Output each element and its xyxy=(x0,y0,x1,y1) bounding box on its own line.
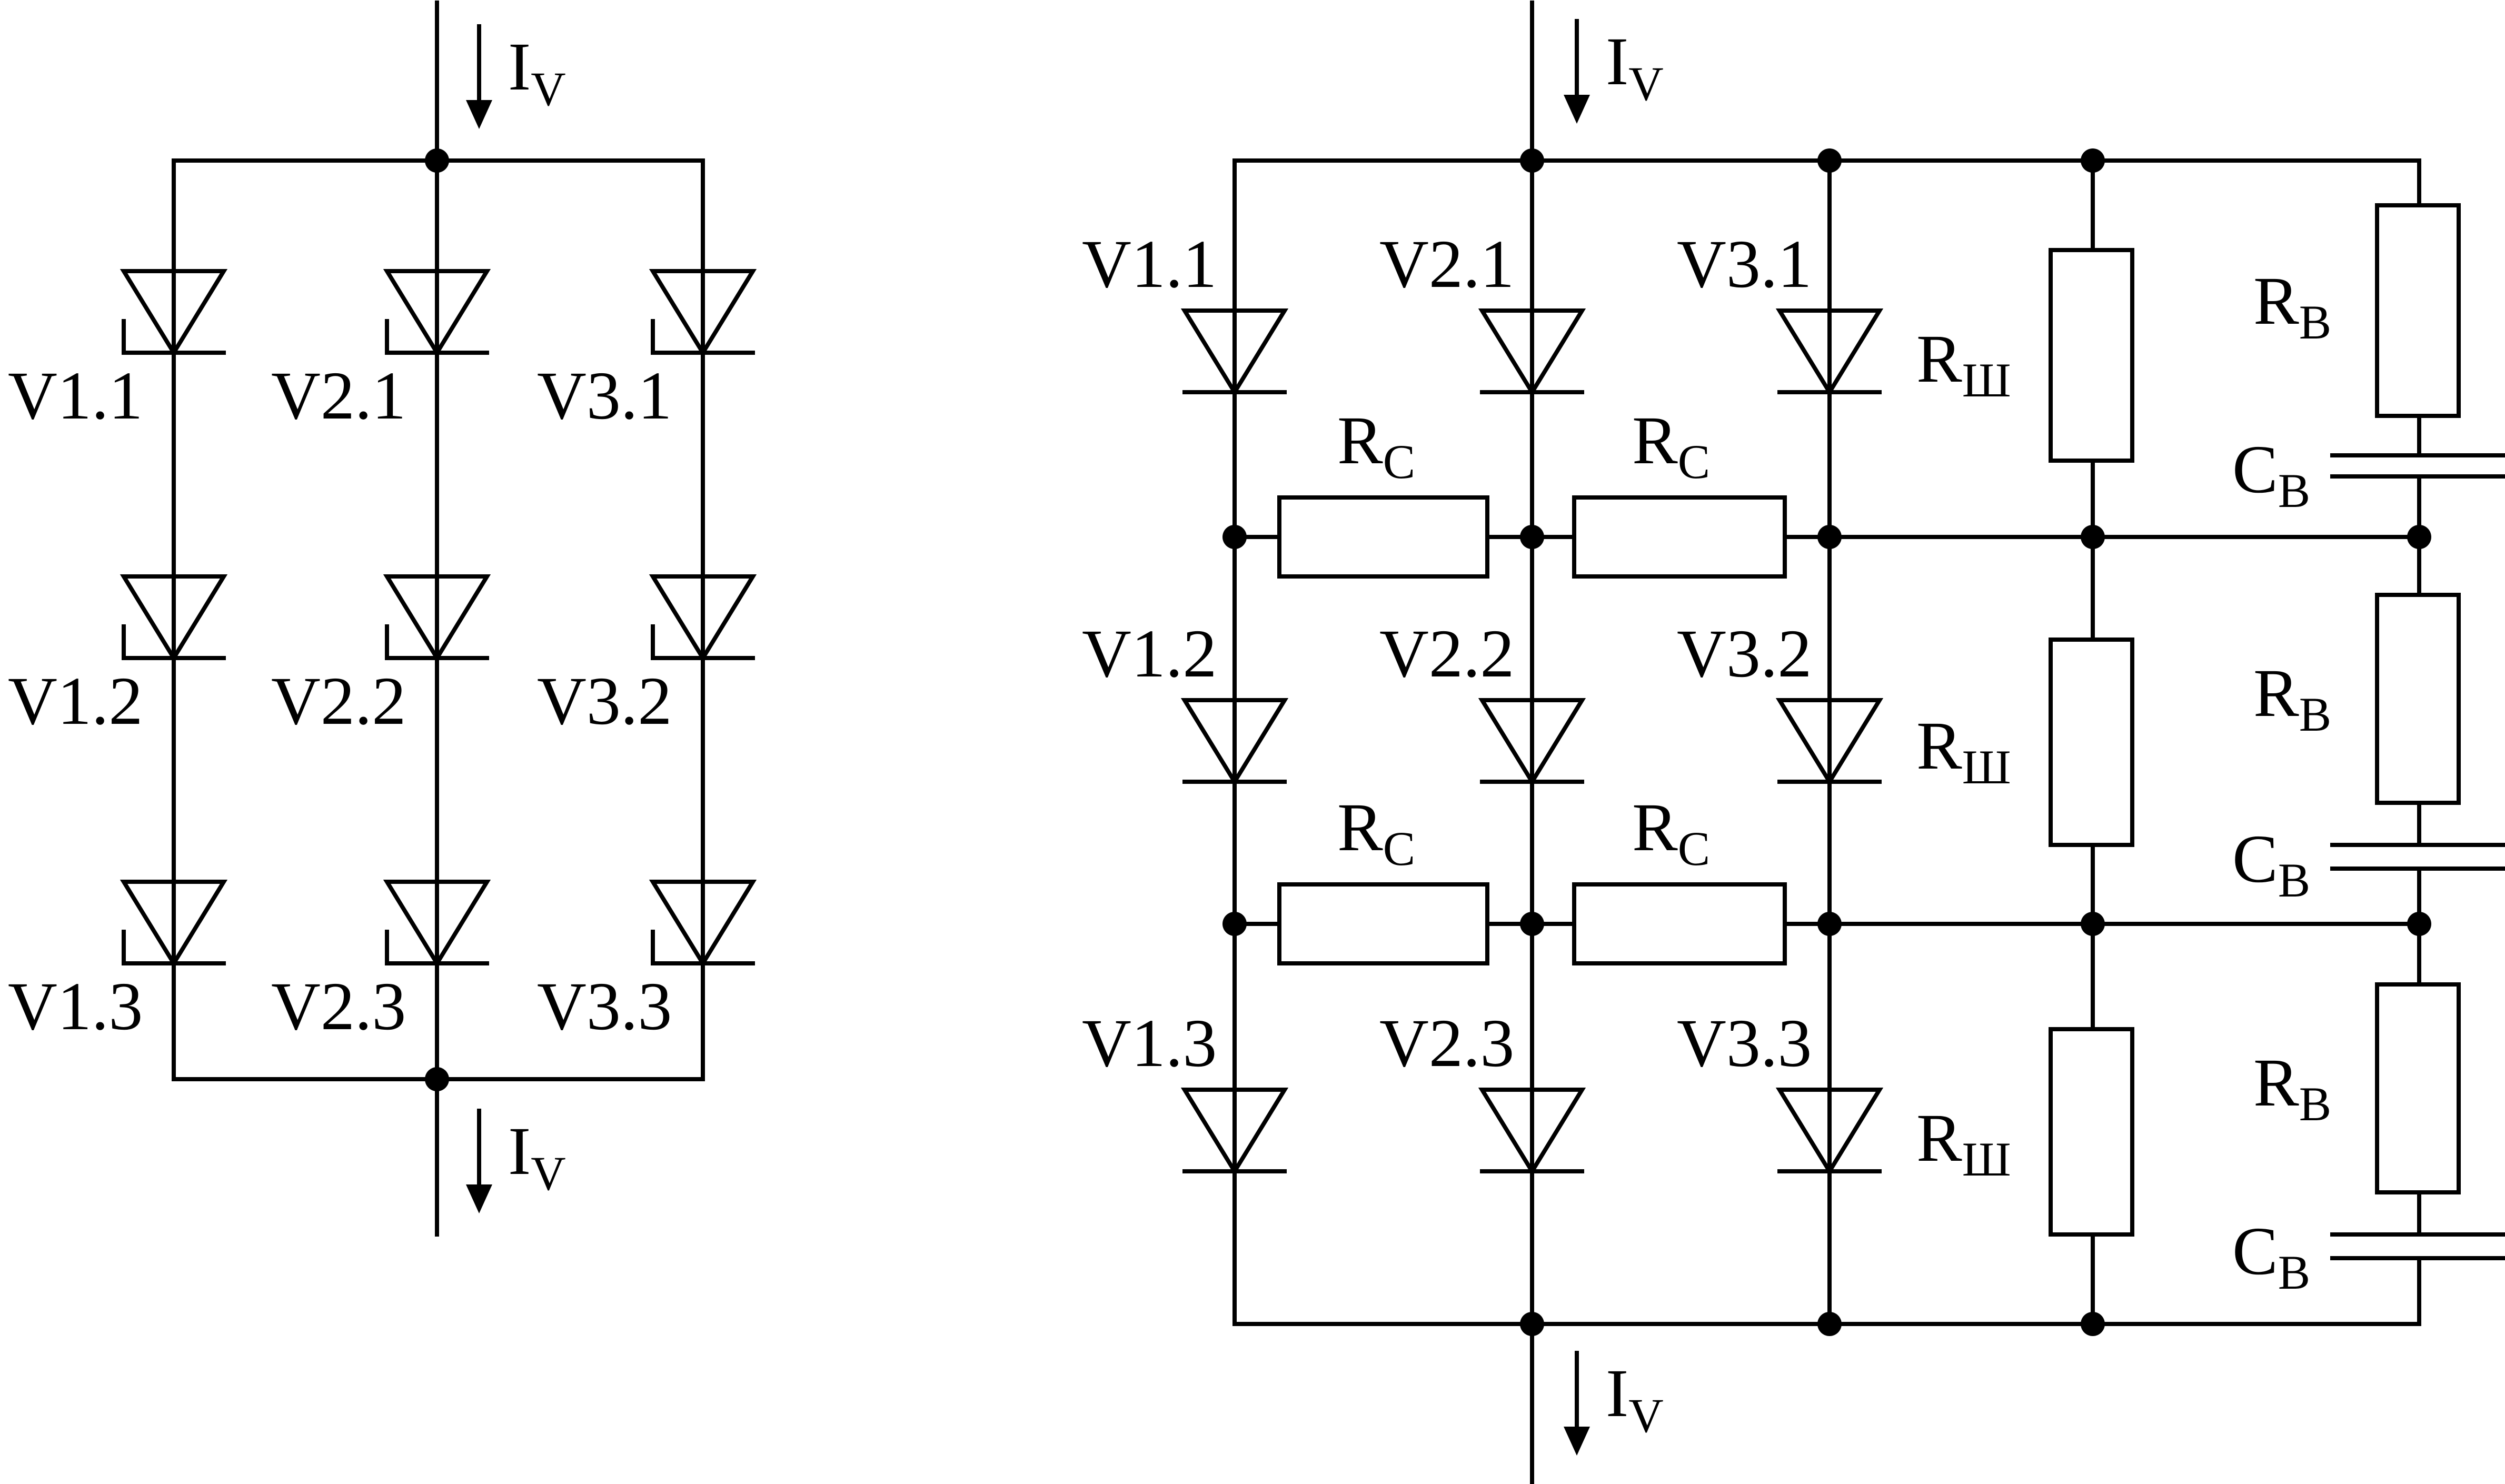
diode-icon xyxy=(1180,308,1289,396)
rc-label: RC xyxy=(1632,790,1710,875)
current-label: IV xyxy=(1606,1356,1664,1442)
shunt-resistor-rsh xyxy=(2049,638,2134,847)
rsh-label: RШ xyxy=(1916,321,2011,407)
thyristor-label: V3.1 xyxy=(537,358,672,434)
diode-label: V1.1 xyxy=(1082,226,1217,302)
snubber-capacitor-cv xyxy=(2330,453,2505,479)
diode-icon xyxy=(1478,698,1586,786)
rc-label: RC xyxy=(1337,403,1415,489)
snubber-capacitor-cv xyxy=(2330,843,2505,871)
thyristor-icon xyxy=(649,574,757,662)
series-resistor-rc xyxy=(1572,882,1787,965)
snubber-resistor-rv xyxy=(2375,203,2461,418)
snubber-resistor-rv xyxy=(2375,593,2461,805)
left-diode-grid: V1.1 V2.1 V3.1V1.2 V2.2 V3.2V1.3 V2.3 V3.3 xyxy=(8,269,757,1044)
thyristor-label: V1.3 xyxy=(8,969,143,1044)
diode-icon xyxy=(1478,308,1586,396)
thyristor-icon xyxy=(649,269,757,357)
rc-label: RC xyxy=(1337,790,1415,875)
left-top-node xyxy=(425,148,449,173)
thyristor-label: V2.3 xyxy=(271,969,406,1044)
diode-icon xyxy=(1775,698,1884,786)
thyristor-icon xyxy=(383,880,491,968)
current-label: IV xyxy=(508,1113,566,1200)
diode-label: V1.2 xyxy=(1082,616,1217,692)
shunt-resistor-rsh xyxy=(2049,248,2134,463)
thyristor-icon xyxy=(120,880,228,968)
rv-label: RВ xyxy=(2253,263,2331,349)
rsh-label: RШ xyxy=(1916,1100,2011,1186)
left-circuit: IV IV V1.1 V2.1 V3.1V1.2 V2.2 V3.2V1.3 V2.3 V3… xyxy=(8,1,757,1237)
diode-icon xyxy=(1180,698,1289,786)
series-resistor-rc xyxy=(1572,495,1787,579)
thyristor-icon xyxy=(383,269,491,357)
current-arrow-icon xyxy=(466,1109,492,1213)
thyristor-label: V3.2 xyxy=(537,663,672,739)
thyristor-label: V1.2 xyxy=(8,663,143,739)
thyristor-label: V2.1 xyxy=(271,358,406,434)
thyristor-label: V2.2 xyxy=(271,663,406,739)
rv-label: RВ xyxy=(2253,1045,2331,1131)
snubber-capacitor-cv xyxy=(2330,1232,2505,1260)
diode-label: V1.3 xyxy=(1082,1005,1217,1081)
snubber-resistor-rv xyxy=(2375,982,2461,1194)
rv-label: RВ xyxy=(2253,655,2331,741)
cv-label: CВ xyxy=(2232,432,2310,517)
left-bottom-node xyxy=(425,1067,449,1091)
current-label: IV xyxy=(1606,24,1664,111)
diode-icon xyxy=(1775,1088,1884,1176)
diode-label: V2.1 xyxy=(1379,226,1514,302)
right-junction-nodes xyxy=(1222,148,2431,1336)
diode-icon xyxy=(1775,308,1884,396)
diode-label: V2.3 xyxy=(1379,1005,1514,1081)
current-arrow-icon xyxy=(1564,1351,1590,1456)
thyristor-label: V1.1 xyxy=(8,358,143,434)
rc-label: RC xyxy=(1632,403,1710,489)
series-resistor-rc xyxy=(1277,495,1489,579)
diode-icon xyxy=(1478,1088,1586,1176)
diode-icon xyxy=(1180,1088,1289,1176)
thyristor-icon xyxy=(120,269,228,357)
rsh-label: RШ xyxy=(1916,708,2011,794)
diode-label: V2.2 xyxy=(1379,616,1514,692)
thyristor-icon xyxy=(383,574,491,662)
current-arrow-icon xyxy=(1564,19,1590,124)
diode-label: V3.2 xyxy=(1677,616,1812,692)
cv-label: CВ xyxy=(2232,821,2310,907)
thyristor-label: V3.3 xyxy=(537,969,672,1044)
right-circuit: RC RC RC RC RШ RШ RШ RВ RВ RВ CВ CВ xyxy=(1082,1,2505,1484)
right-diode-grid: V1.1 V2.1 V3.1V1.2 V2.2 V3.2V1.3 V2.3 V3.3 xyxy=(1082,226,1884,1176)
cv-label: CВ xyxy=(2232,1213,2310,1299)
thyristor-icon xyxy=(120,574,228,662)
current-label: IV xyxy=(508,29,566,116)
series-resistor-rc xyxy=(1277,882,1489,965)
current-arrow-icon xyxy=(466,24,492,129)
diode-label: V3.1 xyxy=(1677,226,1812,302)
thyristor-icon xyxy=(649,880,757,968)
diode-label: V3.3 xyxy=(1677,1005,1812,1081)
shunt-resistor-rsh xyxy=(2049,1027,2134,1237)
